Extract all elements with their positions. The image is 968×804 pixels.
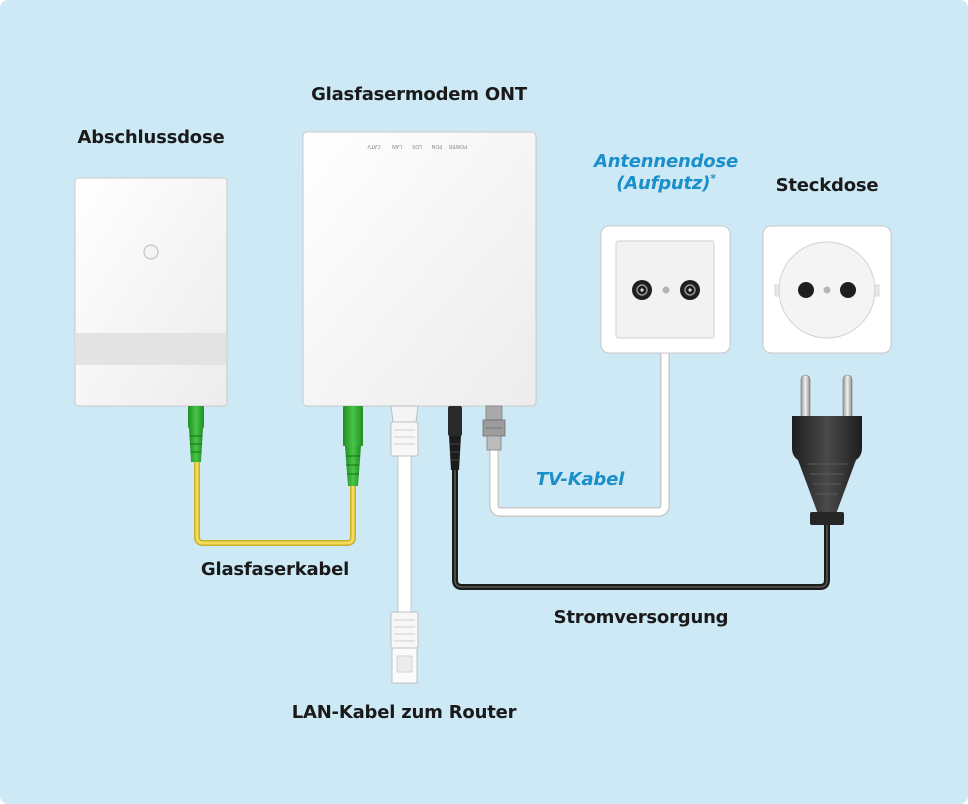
antennendose-device xyxy=(600,225,731,354)
status-led-icon xyxy=(143,244,159,260)
power-plug-icon xyxy=(792,374,862,525)
abschlussdose-label: Abschlussdose xyxy=(77,127,225,148)
ont-label: Glasfasermodem ONT xyxy=(311,84,527,105)
ont-port-label: POWER xyxy=(448,143,467,149)
fiber-connector-left xyxy=(188,406,204,462)
lan-kabel-label: LAN-Kabel zum Router xyxy=(291,702,517,723)
antennendose-label: Antennendose (Aufputz)* xyxy=(594,151,738,194)
antennendose-label-line2: (Aufputz) xyxy=(616,173,711,194)
lan-connector-bottom xyxy=(390,611,419,684)
screw-icon xyxy=(662,286,670,294)
ont-port-labels: CATV LAN LOS PON POWER xyxy=(367,143,467,149)
abschlussdose-device xyxy=(74,177,228,407)
lan-cable xyxy=(397,454,412,621)
fiber-connector-right xyxy=(343,406,363,486)
stromversorgung-label: Stromversorgung xyxy=(553,607,729,628)
ont-device xyxy=(302,131,537,407)
steckdose-label: Steckdose xyxy=(775,175,879,196)
ont-port-label: PON xyxy=(431,143,442,149)
socket-hole-left-icon xyxy=(798,282,814,298)
ont-port-label: LOS xyxy=(412,143,422,149)
footnote-mark: * xyxy=(710,172,716,185)
steckdose-device xyxy=(762,225,892,354)
glasfaserkabel-label: Glasfaserkabel xyxy=(200,559,350,580)
lan-connector-top xyxy=(390,405,419,457)
tv-kabel-label: TV-Kabel xyxy=(535,469,625,490)
socket-hole-right-icon xyxy=(840,282,856,298)
antennendose-label-line1: Antennendose xyxy=(594,151,738,172)
ont-port-label: LAN xyxy=(392,143,402,149)
screw-icon xyxy=(823,286,831,294)
power-barrel-connector xyxy=(448,406,462,470)
coax-connector xyxy=(482,405,506,451)
ont-port-label: CATV xyxy=(367,143,381,149)
